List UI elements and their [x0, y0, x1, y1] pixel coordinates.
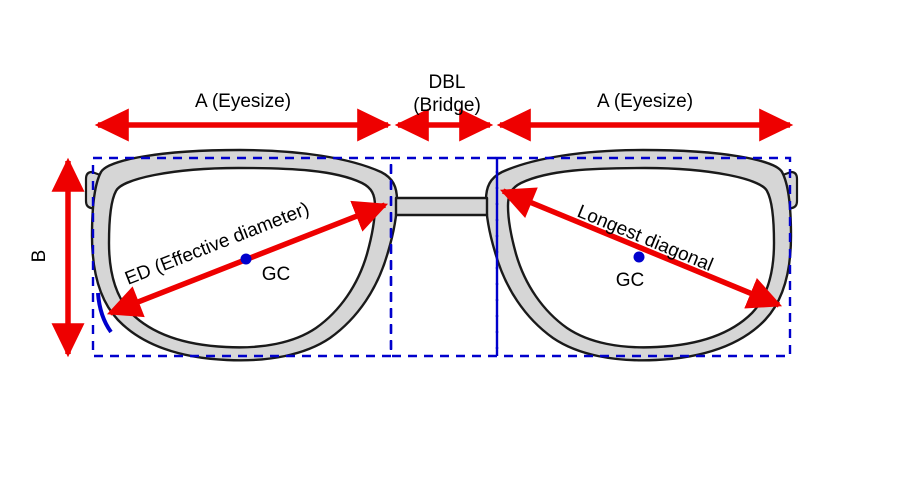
label-a-left: A (Eyesize)	[195, 91, 291, 112]
right-lens-box	[495, 156, 792, 358]
longest-diagonal-arrow	[499, 187, 783, 309]
label-longest-diagonal: Longest diagonal	[574, 201, 716, 276]
label-gc-right: GC	[616, 270, 645, 291]
gc-left-dot	[240, 253, 252, 265]
left-lens-box	[91, 156, 393, 358]
label-a-right: A (Eyesize)	[597, 91, 693, 112]
label-dbl-line1: DBL	[429, 72, 466, 93]
gc-right-dot	[633, 251, 645, 263]
ed-contact-arc	[96, 292, 113, 334]
boxing-system-boxes	[91, 156, 792, 358]
label-dbl-line2: (Bridge)	[413, 95, 481, 116]
label-b: B	[29, 250, 50, 263]
label-gc-left: GC	[262, 264, 291, 285]
bridge-bar	[394, 196, 489, 217]
bridge-box	[389, 156, 499, 358]
